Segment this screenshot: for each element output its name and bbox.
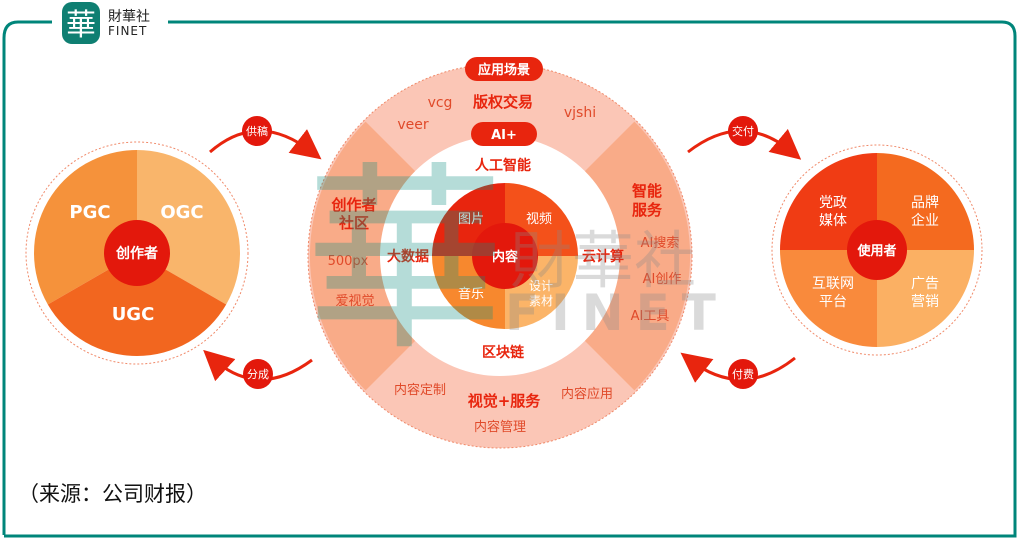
scene-label: 应用场景 <box>478 62 530 78</box>
svg-text:vcg: vcg <box>428 95 453 111</box>
svg-text:大数据: 大数据 <box>387 248 429 265</box>
svg-text:互联网: 互联网 <box>812 276 854 292</box>
svg-text:内容定制: 内容定制 <box>394 382 446 398</box>
svg-text:营销: 营销 <box>911 294 939 310</box>
creators-circle: 创作者 PGC OGC UGC <box>25 141 249 365</box>
source-note: （来源：公司财报） <box>18 482 207 506</box>
svg-text:区块链: 区块链 <box>482 344 525 361</box>
creators-center: 创作者 <box>115 245 158 262</box>
finet-logo: 華 財華社 FINET <box>62 2 150 44</box>
svg-text:UGC: UGC <box>112 304 155 325</box>
svg-text:内容管理: 内容管理 <box>474 419 526 435</box>
svg-text:FINET: FINET <box>108 24 147 38</box>
svg-text:人工智能: 人工智能 <box>475 157 531 174</box>
platform-circle: 应用场景 AI+ 版权交易 vcg veer vjshi 创作者 社区 500p… <box>307 57 693 449</box>
svg-text:分成: 分成 <box>247 368 269 381</box>
svg-text:交付: 交付 <box>732 124 754 138</box>
svg-text:智能: 智能 <box>632 182 662 200</box>
svg-text:平台: 平台 <box>819 294 847 310</box>
svg-text:付费: 付费 <box>732 368 754 381</box>
svg-text:创作者: 创作者 <box>330 196 376 214</box>
svg-text:视频: 视频 <box>526 212 552 227</box>
svg-text:社区: 社区 <box>338 214 369 232</box>
svg-text:服务: 服务 <box>632 201 663 219</box>
svg-text:供稿: 供稿 <box>246 124 268 138</box>
svg-text:AI工具: AI工具 <box>631 309 670 324</box>
svg-text:版权交易: 版权交易 <box>473 93 533 111</box>
svg-text:PGC: PGC <box>69 202 110 223</box>
users-circle: 使用者 党政 媒体 品牌 企业 互联网 平台 广告 营销 <box>771 144 983 356</box>
svg-text:財華社: 財華社 <box>108 9 150 25</box>
svg-text:设计: 设计 <box>529 279 553 293</box>
watermark: 華 財華社 FINET <box>305 145 728 378</box>
svg-text:图片: 图片 <box>458 212 484 227</box>
svg-text:OGC: OGC <box>160 202 203 223</box>
segment-ugc <box>47 253 227 356</box>
arrow-labels: 供稿 分成 交付 付费 <box>242 116 758 389</box>
svg-text:AI搜索: AI搜索 <box>641 236 680 251</box>
svg-text:云计算: 云计算 <box>582 248 624 265</box>
frame-border-top <box>4 20 1017 538</box>
svg-text:veer: veer <box>397 117 429 133</box>
users-center: 使用者 <box>856 243 896 259</box>
svg-text:内容应用: 内容应用 <box>561 386 613 402</box>
svg-text:视觉+服务: 视觉+服务 <box>468 392 542 410</box>
svg-text:广告: 广告 <box>911 276 939 292</box>
watermark-en: FINET <box>505 284 728 342</box>
svg-text:党政: 党政 <box>819 195 847 211</box>
svg-text:素材: 素材 <box>529 294 553 308</box>
content-center: 内容 <box>492 249 518 265</box>
svg-text:企业: 企业 <box>911 212 939 229</box>
watermark-cn: 財華社 <box>510 224 696 297</box>
svg-text:AI创作: AI创作 <box>643 272 682 287</box>
frame-border <box>2 20 52 535</box>
svg-text:品牌: 品牌 <box>911 194 939 211</box>
ai-label: AI+ <box>491 128 517 143</box>
svg-text:華: 華 <box>305 145 505 378</box>
svg-text:媒体: 媒体 <box>819 213 847 229</box>
svg-text:vjshi: vjshi <box>564 105 596 121</box>
svg-text:爱视觉: 爱视觉 <box>335 294 374 309</box>
svg-text:華: 華 <box>66 8 96 43</box>
svg-text:500px: 500px <box>328 254 369 269</box>
svg-text:音乐: 音乐 <box>458 286 484 302</box>
